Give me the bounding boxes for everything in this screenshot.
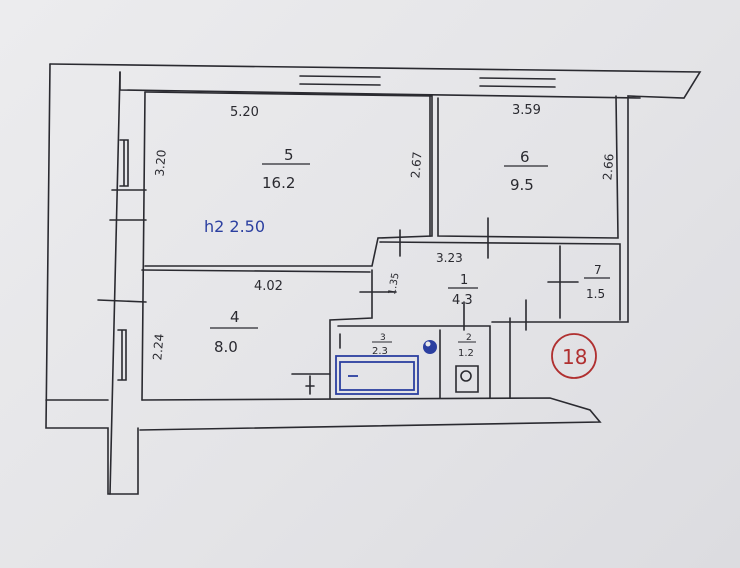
room5-area: 16.2 — [262, 174, 295, 192]
room6-area: 9.5 — [510, 176, 534, 194]
dim-room4-height: 2.24 — [150, 333, 166, 361]
room6-number: 6 — [520, 148, 530, 166]
wall-inner-left2 — [141, 91, 146, 401]
room2-number: 2 — [466, 333, 472, 343]
wall-outer-top — [49, 63, 702, 323]
ceiling-note: h2 2.50 — [204, 217, 265, 236]
toilet — [455, 365, 479, 393]
room3-area: 2.3 — [372, 346, 388, 357]
room6-outline — [437, 95, 619, 239]
door-tick-4 — [97, 219, 147, 303]
dim-room5-width: 5.20 — [230, 105, 259, 120]
room1-area: 4.3 — [452, 293, 473, 308]
dim-room5-height: 3.20 — [152, 149, 168, 177]
shelf — [291, 373, 331, 395]
room7-number: 7 — [594, 263, 602, 277]
apartment-number: 18 — [562, 345, 587, 369]
bathtub — [335, 355, 419, 395]
hall-outline — [379, 241, 621, 321]
room4-area: 8.0 — [214, 338, 238, 356]
bathtub-inner — [339, 361, 415, 391]
window-left-2 — [117, 329, 127, 381]
dim-room4-width: 4.02 — [254, 279, 283, 294]
dim-room5-height-right: 2.67 — [408, 151, 424, 179]
window-top-2 — [479, 77, 556, 88]
dim-hall-small: 1.35 — [387, 272, 402, 296]
room7-area: 1.5 — [586, 287, 605, 301]
wall-inner-left — [109, 71, 121, 495]
room2-area: 1.2 — [458, 348, 474, 359]
window-left-1 — [119, 139, 129, 187]
sink-icon — [423, 340, 437, 354]
room3-number: 3 — [380, 333, 386, 343]
dim-room6-width: 3.59 — [512, 103, 541, 118]
apartment-badge — [551, 333, 597, 379]
dim-room6-height: 2.66 — [600, 153, 616, 181]
room4-number: 4 — [230, 308, 240, 326]
room5-outline — [144, 91, 433, 267]
door-tick-2 — [359, 281, 579, 293]
window-top-1 — [299, 75, 381, 86]
wall-bath — [337, 325, 491, 399]
door-tick-1 — [399, 217, 489, 259]
wall-outer-left — [45, 63, 139, 495]
wall-r4-right — [329, 269, 373, 399]
dim-hall-width: 3.23 — [436, 251, 463, 265]
room4-outline — [141, 269, 371, 273]
door-tick-3 — [463, 299, 527, 331]
wall-bottom — [139, 397, 602, 431]
toilet-bowl — [460, 370, 472, 382]
room5-number: 5 — [284, 146, 294, 164]
room1-number: 1 — [460, 273, 468, 288]
